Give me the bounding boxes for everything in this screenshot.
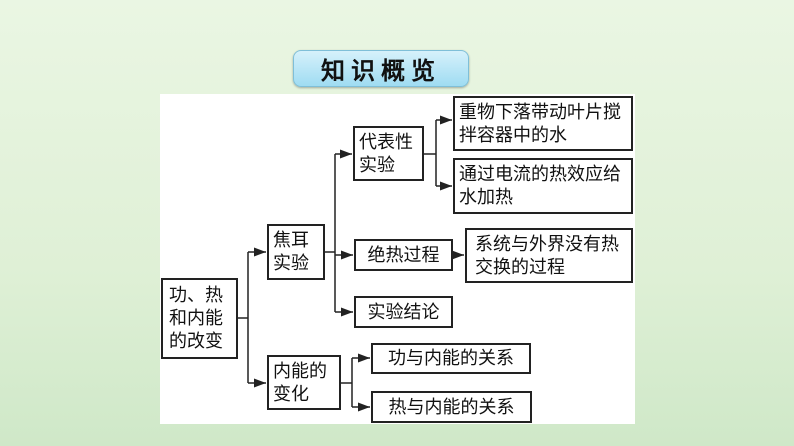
connector-internal [341, 358, 353, 407]
section-title: 知识概览 [293, 50, 469, 87]
connector-representative [424, 120, 437, 186]
node-experiment-2: 通过电流的热效应给水加热 [453, 158, 633, 214]
node-representative-experiment: 代表性实验 [353, 126, 424, 181]
node-root: 功、热和内能的改变 [161, 278, 238, 359]
connector-joule [325, 154, 336, 312]
node-internal-energy-change: 内能的变化 [267, 355, 341, 410]
node-heat-relation: 热与内能的关系 [371, 391, 532, 423]
node-work-relation: 功与内能的关系 [371, 343, 531, 374]
node-experiment-1: 重物下落带动叶片搅拌容器中的水 [453, 96, 633, 151]
node-joule-experiment: 焦耳实验 [267, 224, 325, 280]
node-conclusion: 实验结论 [354, 296, 453, 328]
node-adiabatic-process: 绝热过程 [354, 239, 453, 271]
node-adiabatic-definition: 系统与外界没有热交换的过程 [465, 228, 633, 283]
connector-root [238, 252, 249, 383]
